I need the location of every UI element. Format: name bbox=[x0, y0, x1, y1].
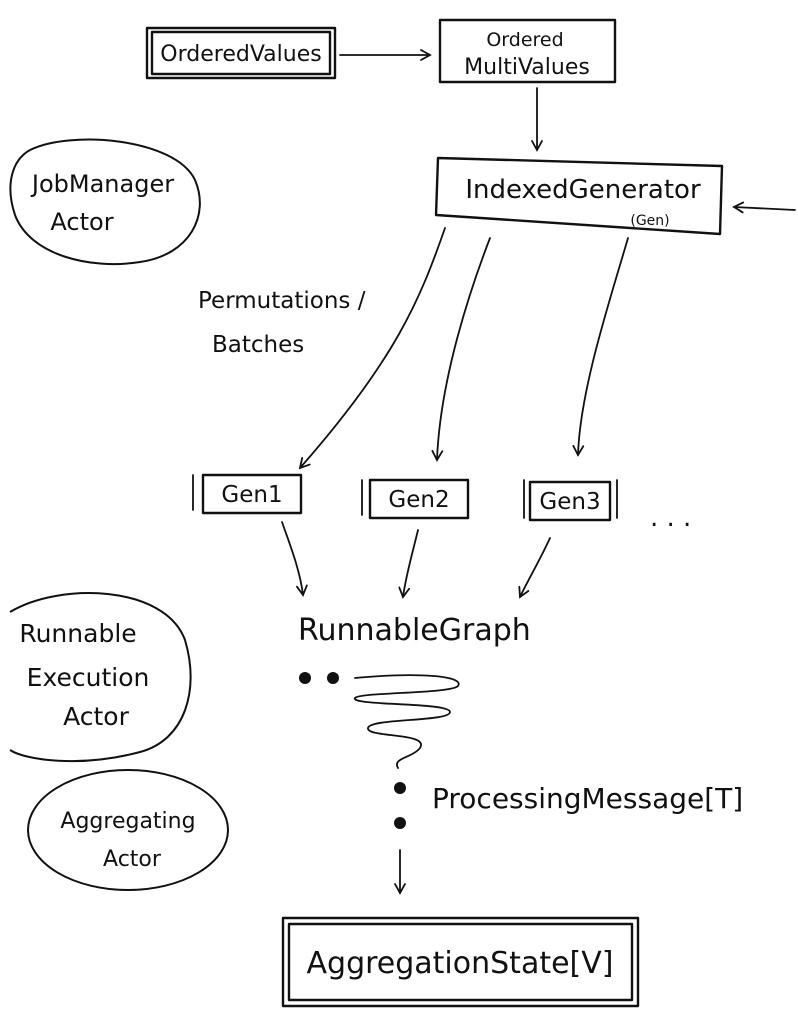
ordered-values-node: OrderedValues bbox=[145, 26, 337, 80]
ordered-values-label: OrderedValues bbox=[160, 42, 321, 67]
indexed-generator-label: IndexedGenerator bbox=[465, 175, 701, 205]
runnable-execution-actor-line3: Actor bbox=[63, 702, 130, 731]
arrow-gen2-to-graph bbox=[398, 529, 419, 599]
runnable-execution-actor-line2: Execution bbox=[27, 663, 150, 692]
aggregation-state-node: AggregationState[V] bbox=[281, 916, 640, 1008]
aggregating-actor-line2: Actor bbox=[103, 847, 162, 872]
job-manager-actor: JobManager Actor bbox=[9, 138, 201, 266]
arrow-gen1-to-graph bbox=[281, 521, 308, 597]
runnable-execution-actor-line1: Runnable bbox=[19, 619, 136, 648]
arrow-gen3-to-graph bbox=[518, 537, 551, 599]
runnable-execution-actor: Runnable Execution Actor bbox=[9, 592, 192, 763]
aggregation-state-label: AggregationState[V] bbox=[307, 946, 614, 981]
processing-funnel bbox=[299, 672, 460, 829]
permutations-label-line2: Batches bbox=[212, 332, 304, 358]
aggregating-actor-line1: Aggregating bbox=[60, 809, 195, 834]
gen1-label: Gen1 bbox=[221, 482, 282, 508]
job-manager-actor-line1: JobManager bbox=[30, 170, 174, 198]
permutations-label-line1: Permutations / bbox=[198, 288, 366, 314]
ordered-multivalues-label-line1: Ordered bbox=[486, 29, 563, 51]
permutations-batches-label: Permutations / Batches bbox=[198, 288, 366, 358]
ordered-multivalues-node: Ordered MultiValues bbox=[438, 18, 617, 84]
arrow-generator-to-gen3 bbox=[572, 237, 629, 457]
runnable-graph-label: RunnableGraph bbox=[298, 613, 531, 648]
arrow-generator-to-gen1 bbox=[298, 227, 446, 470]
more-gens-ellipsis: . . . bbox=[650, 503, 691, 533]
gen3-node: Gen3 bbox=[523, 479, 618, 522]
indexed-generator-sublabel: (Gen) bbox=[630, 213, 669, 229]
gen3-label: Gen3 bbox=[539, 489, 600, 515]
gen2-label: Gen2 bbox=[388, 487, 449, 513]
processing-message-label: ProcessingMessage[T] bbox=[432, 782, 743, 815]
arrow-external-into-generator bbox=[732, 201, 796, 214]
ordered-multivalues-label-line2: MultiValues bbox=[464, 55, 590, 80]
indexed-generator-node: IndexedGenerator (Gen) bbox=[434, 156, 724, 236]
job-manager-actor-line2: Actor bbox=[50, 208, 113, 236]
aggregating-actor: Aggregating Actor bbox=[27, 769, 229, 891]
gen2-node: Gen2 bbox=[361, 478, 470, 520]
arrow-generator-to-gen2 bbox=[431, 237, 491, 462]
gen1-node: Gen1 bbox=[192, 473, 303, 515]
